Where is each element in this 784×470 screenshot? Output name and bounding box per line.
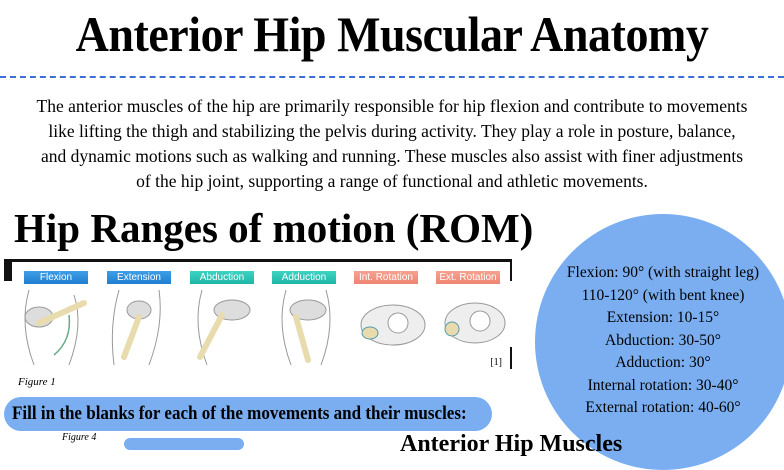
movement-tag-abduction: Abduction (190, 271, 254, 284)
movement-tag-extension: Extension (107, 271, 171, 284)
movement-tag-flexion: Flexion (24, 271, 88, 284)
page-title: Anterior Hip Muscular Anatomy (75, 6, 709, 62)
rom-value: Abduction: 30-50° (605, 331, 721, 349)
movement-tag-int-rotation: Int. Rotation (354, 271, 418, 284)
intro-line: The anterior muscles of the hip are prim… (36, 96, 748, 116)
intro-line: like lifting the thigh and stabilizing t… (48, 121, 736, 141)
citation: [1] (490, 357, 502, 368)
intro-paragraph: The anterior muscles of the hip are prim… (0, 94, 784, 194)
rom-heading: Hip Ranges of motion (ROM) (14, 205, 534, 251)
section-heading: Anterior Hip Muscles (400, 431, 623, 457)
abduction-illustration (197, 289, 251, 366)
ext-rotation-illustration (444, 302, 506, 344)
movement-tag-ext-rotation: Ext. Rotation (436, 271, 500, 284)
label-pill (124, 438, 244, 450)
int-rotation-illustration (360, 304, 426, 346)
rom-values: Flexion: 90° (with straight leg) 110-120… (535, 262, 784, 420)
figure-caption: Figure 4 (62, 432, 97, 443)
rom-value: Internal rotation: 30-40° (587, 376, 739, 394)
fill-in-instructions: Fill in the blanks for each of the movem… (12, 404, 467, 424)
rom-value: Extension: 10-15° (606, 309, 720, 326)
figure-border (4, 259, 512, 262)
rom-value: Flexion: 90° (with straight leg) (566, 264, 760, 281)
dashed-divider (0, 76, 784, 78)
flexion-illustration (24, 289, 87, 366)
rom-figure: Flexion Extension Abduction Adduction In… (4, 259, 512, 371)
figure-border (510, 347, 512, 369)
extension-illustration (111, 289, 161, 366)
figure-caption: Figure 1 (18, 376, 56, 388)
figure-border (4, 259, 12, 281)
movement-tag-adduction: Adduction (272, 271, 336, 284)
intro-line: of the hip joint, supporting a range of … (136, 171, 648, 191)
rom-values-circle (535, 214, 784, 470)
rom-value: Adduction: 30° (615, 354, 711, 371)
figure-border (510, 259, 512, 281)
rom-value: 110-120° (with bent knee) (581, 286, 745, 304)
fill-in-banner: Fill in the blanks for each of the movem… (4, 397, 492, 431)
rom-value: External rotation: 40-60° (585, 399, 741, 416)
adduction-illustration (281, 289, 331, 366)
intro-line: and dynamic motions such as walking and … (41, 146, 743, 166)
